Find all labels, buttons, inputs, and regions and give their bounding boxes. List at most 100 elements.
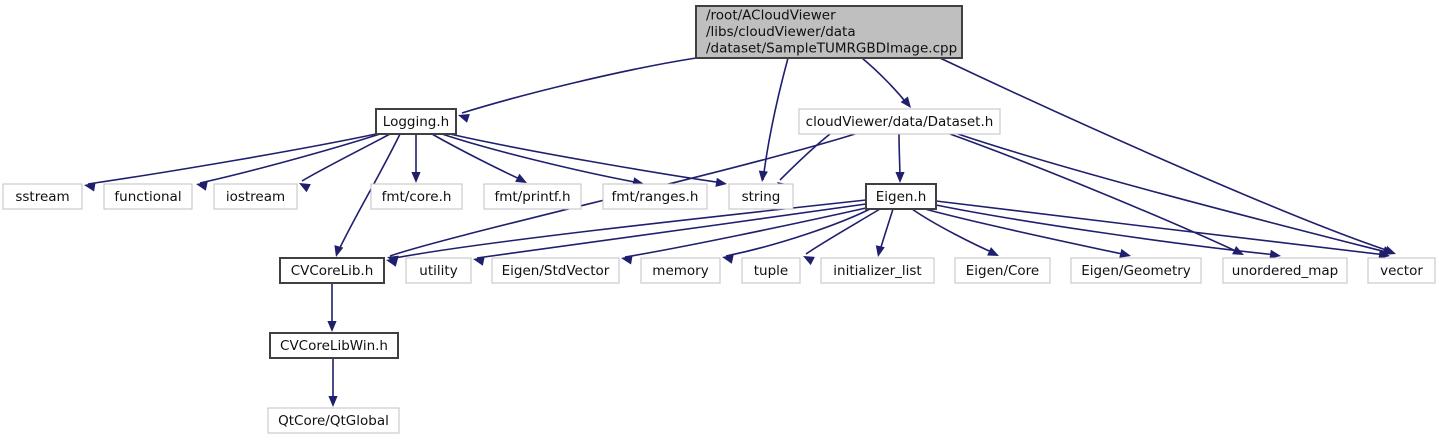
edge-line [861, 57, 909, 106]
graph-node-cvcorelibwin[interactable]: CVCoreLibWin.h [269, 332, 399, 359]
graph-node-functional[interactable]: functional [103, 183, 193, 210]
graph-node-unorderedmap[interactable]: unordered_map [1222, 257, 1348, 284]
edge-logging-to-fmtprintf [431, 133, 527, 183]
edge-logging-to-cvcorelib [334, 133, 401, 257]
node-label: Eigen.h [876, 189, 927, 205]
edge-dataset-to-unorderedmap [949, 133, 1244, 255]
graph-node-tuple[interactable]: tuple [741, 257, 801, 284]
node-box[interactable] [640, 257, 721, 284]
edge-eigen-to-vector [935, 200, 1390, 260]
node-box[interactable] [1222, 257, 1348, 284]
arrowhead-icon [196, 181, 208, 191]
graph-node-eigenstdvector[interactable]: Eigen/StdVector [491, 257, 620, 284]
arrowhead-icon [987, 247, 999, 256]
arrowhead-icon [715, 177, 727, 187]
node-box[interactable] [2, 183, 83, 210]
edge-line [301, 133, 391, 182]
node-box[interactable] [483, 183, 582, 210]
arrowhead-icon [84, 182, 96, 192]
arrowhead-icon [1382, 246, 1394, 255]
graph-node-iostream[interactable]: iostream [213, 183, 298, 210]
node-label: tuple [754, 263, 788, 279]
edge-line [624, 207, 867, 258]
node-box[interactable] [375, 108, 457, 135]
node-box[interactable] [370, 183, 463, 210]
node-box[interactable] [865, 183, 937, 210]
arrowhead-icon [758, 170, 768, 182]
node-box[interactable] [1070, 257, 1202, 284]
graph-node-cvcorelib[interactable]: CVCoreLib.h [279, 257, 385, 284]
node-box[interactable] [954, 257, 1051, 284]
edge-logging-to-fmtcore [411, 133, 421, 183]
edge-cvcorelib-to-cvcorelibwin [327, 283, 337, 332]
graph-node-dataset[interactable]: cloudViewer/data/Dataset.h [798, 108, 1001, 135]
graph-node-eigen[interactable]: Eigen.h [865, 183, 937, 210]
arrowhead-icon [473, 256, 485, 266]
graph-node-utility[interactable]: utility [405, 257, 472, 284]
arrowhead-icon [875, 245, 885, 257]
graph-node-eigengeometry[interactable]: Eigen/Geometry [1070, 257, 1202, 284]
node-box[interactable] [695, 5, 963, 59]
node-label: fmt/printf.h [494, 189, 570, 205]
arrowhead-icon [411, 172, 421, 183]
graph-node-string[interactable]: string [728, 183, 794, 210]
node-box[interactable] [103, 183, 193, 210]
node-label: functional [114, 189, 181, 205]
graph-node-qtglobal[interactable]: QtCore/QtGlobal [267, 407, 400, 434]
edge-dataset-to-string [777, 133, 831, 193]
graph-node-root[interactable]: /root/ACloudViewer/libs/cloudViewer/data… [695, 5, 963, 59]
node-box[interactable] [491, 257, 620, 284]
node-label: CVCoreLibWin.h [280, 338, 388, 354]
arrowhead-icon [1269, 249, 1281, 259]
edge-line [957, 133, 1391, 254]
graph-node-sstream[interactable]: sstream [2, 183, 83, 210]
edge-logging-to-functional [196, 133, 381, 191]
node-label: utility [419, 263, 457, 279]
edge-line [939, 57, 1393, 253]
edge-root-to-vector [939, 57, 1396, 255]
node-label: CVCoreLib.h [291, 263, 374, 279]
edge-line [461, 57, 697, 114]
edge-line [336, 133, 401, 255]
arrowhead-icon [895, 172, 905, 183]
node-box[interactable] [820, 257, 935, 284]
node-label: string [742, 189, 781, 205]
graph-node-memory[interactable]: memory [640, 257, 721, 284]
edge-eigen-to-tuple [803, 208, 881, 266]
node-label: vector [1380, 263, 1423, 279]
arrowhead-icon [458, 114, 470, 123]
graph-node-eigencore[interactable]: Eigen/Core [954, 257, 1051, 284]
edge-line [779, 133, 831, 181]
graph-node-logging[interactable]: Logging.h [375, 108, 457, 135]
edge-cvcorelibwin-to-qtglobal [328, 357, 338, 407]
node-box[interactable] [602, 183, 708, 210]
node-box[interactable] [213, 183, 298, 210]
node-box[interactable] [1367, 257, 1436, 284]
node-label-line: /dataset/SampleTUMRGBDImage.cpp [706, 41, 957, 57]
node-box[interactable] [269, 332, 399, 359]
node-label: sstream [15, 189, 69, 205]
node-box[interactable] [798, 108, 1001, 135]
node-box[interactable] [741, 257, 801, 284]
node-box[interactable] [405, 257, 472, 284]
edge-eigen-to-initializerlist [875, 208, 894, 257]
node-label: fmt/core.h [382, 189, 452, 205]
graph-node-fmtranges[interactable]: fmt/ranges.h [602, 183, 708, 210]
arrowhead-icon [900, 96, 911, 108]
edge-eigen-to-eigencore [911, 208, 999, 256]
arrowhead-icon [621, 255, 633, 265]
edge-line [199, 133, 381, 184]
graph-node-fmtcore[interactable]: fmt/core.h [370, 183, 463, 210]
edge-eigen-to-eigengeometry [924, 208, 1131, 258]
node-box[interactable] [728, 183, 794, 210]
edge-line [389, 133, 856, 257]
graph-node-vector[interactable]: vector [1367, 257, 1436, 284]
node-box[interactable] [267, 407, 400, 434]
arrowhead-icon [327, 321, 337, 332]
graph-node-fmtprintf[interactable]: fmt/printf.h [483, 183, 582, 210]
node-box[interactable] [279, 257, 385, 284]
node-label: Logging.h [383, 114, 449, 130]
arrowhead-icon [1378, 249, 1390, 260]
graph-node-initializerlist[interactable]: initializer_list [820, 257, 935, 284]
